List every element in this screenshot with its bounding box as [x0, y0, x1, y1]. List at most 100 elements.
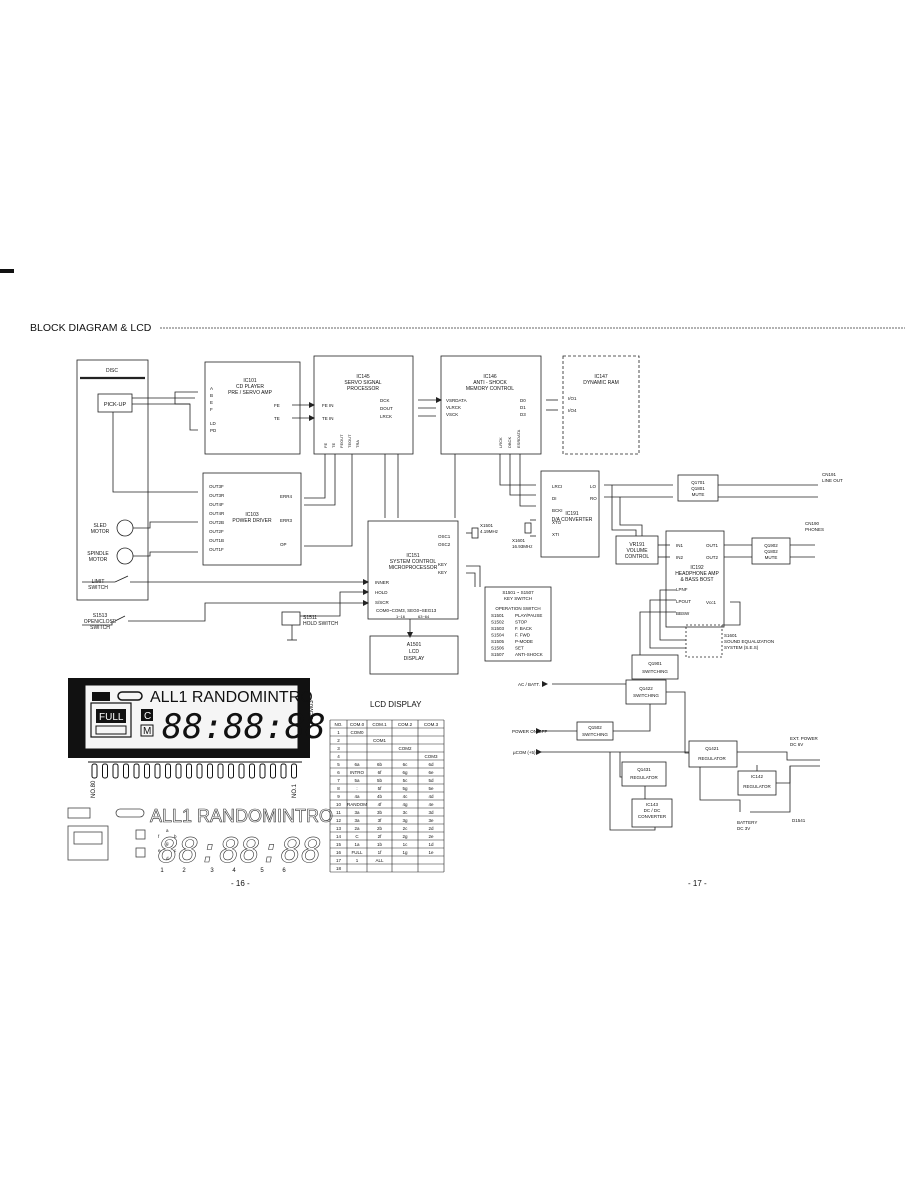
lcd-digit-number: 3 — [210, 868, 214, 874]
ic103-pin-left: OUT2B — [209, 520, 224, 525]
lcd-digit-number: 6 — [282, 868, 286, 874]
lcd-pin — [291, 763, 297, 779]
lcd-pin — [154, 763, 161, 779]
lcd-table-cell: 5e — [428, 786, 434, 791]
lcd-table-cell: 15 — [336, 842, 342, 847]
ic103-pin-right: OP — [280, 542, 287, 547]
ic146-pin-left: VLRCK — [446, 405, 461, 410]
lcd-pin — [207, 763, 213, 779]
ic101-pin-left: LD — [210, 421, 217, 426]
diagram-labels: DISCPICK-UPSLEDMOTORSPINDLEMOTORLIMITSWI… — [84, 368, 843, 831]
lcd-block-label-2: DISPLAY — [404, 656, 425, 662]
lcd-left-pin-label: NO.80 — [91, 780, 97, 798]
ic145-pin-left: FE IN — [322, 403, 334, 408]
page-number-right: - 17 - — [688, 879, 707, 888]
limit-switch-label-1: SWITCH — [88, 585, 108, 591]
lcd-table-cell: 3d — [428, 810, 434, 815]
lcd-table-cell: 4f — [378, 802, 383, 807]
key-switch-fn: P-MODE — [515, 639, 533, 644]
lcd-pin — [144, 763, 150, 779]
ic151-pin-left: INNER — [375, 580, 390, 585]
power-ac-batt: AC / BATT. — [518, 682, 540, 687]
ic101-pin-left: F — [210, 407, 213, 412]
ic142-label-0: IC142 — [751, 774, 764, 779]
ic146-pin-bottom: LRCK — [498, 437, 503, 448]
lcd-table-cell: 1g — [402, 850, 408, 855]
ic151-pin-right: OSC2 — [438, 542, 451, 547]
lcd-table-cell: 6g — [402, 770, 408, 775]
lcd-table-header: COM.3 — [424, 722, 439, 727]
ic191-label-0: IC191 — [565, 511, 579, 517]
lcd-table-cell: 2b — [377, 826, 383, 831]
lcd-table-header: COM.2 — [398, 722, 413, 727]
s1601-label-1: SOUND EQUALIZATION — [724, 639, 774, 644]
ic142-label-1: REGULATOR — [743, 784, 771, 789]
lcd-table-header: NO. — [334, 722, 342, 727]
ic191-label-1: D/A CONVERTER — [552, 517, 593, 523]
ic146-label-1: ANTI - SHOCK — [473, 380, 507, 386]
lcd-table-cell: 1c — [403, 842, 409, 847]
ic101-pin-right: FE — [274, 403, 280, 408]
ext-power-label-1: DC 6V — [790, 742, 803, 747]
lcd-top-row: ALL1 RANDOMINTRO — [150, 689, 313, 706]
key-switch-id: S1504 — [491, 633, 505, 638]
lcd-right-pin-label: NO.1 — [292, 783, 298, 798]
ic192-label-2: & BASS BOST — [680, 577, 713, 583]
ic191-pin: LRCI — [552, 484, 562, 489]
key-switch-fn: PLAY/PAUSE — [515, 613, 542, 618]
ic191-pin: XTI — [552, 532, 559, 537]
cn191-label-1: LINE OUT — [822, 478, 843, 483]
lcd-digit-number: 4 — [232, 868, 236, 874]
lcd-table-cell: 4c — [403, 794, 409, 799]
ic103-pin-left: OUT4F — [209, 502, 224, 507]
ic145-pin-bottom: TEOUT — [347, 434, 352, 448]
key-switch-subtitle: OPERATION SWITCH — [495, 606, 540, 611]
ext-power-label-0: EXT. POWER — [790, 736, 819, 741]
ic151-label-0: IC151 — [406, 553, 420, 559]
q1902-label-0: Q1902 — [764, 543, 778, 548]
lcd-table-cell: 2 — [337, 738, 340, 743]
ic151-bus-label: COM0~COM3, SEG0~SEG13 — [376, 608, 437, 613]
ic145-pin-right: DOUT — [380, 406, 393, 411]
disc-label: DISC — [106, 368, 118, 374]
key-switch-id: S1501 — [491, 613, 505, 618]
page-number-left: - 16 - — [231, 879, 250, 888]
lcd-pin — [249, 763, 255, 779]
battery-label-1: DC 3V — [737, 826, 750, 831]
lcd-table-cell: C — [355, 834, 359, 839]
ic143-label-1: DC / DC — [644, 808, 662, 813]
lcd-pin — [133, 763, 140, 779]
ic147-pin: I/O1 — [568, 396, 577, 401]
s1511-label-1: HOLD SWITCH — [303, 621, 338, 627]
lcd-table-cell: COM0 — [350, 730, 363, 735]
lcd-digits: 88:88:88 — [162, 707, 326, 747]
x1501-label-0: X1501 — [480, 523, 494, 528]
q1502-label-0: Q1502 — [588, 725, 602, 730]
lcd-table-cell: 11 — [336, 810, 341, 815]
q1431-label-1: REGULATOR — [630, 775, 658, 780]
ic151-bus-pin: 1~16 — [396, 614, 406, 619]
q1422-label-0: Q1422 — [639, 686, 653, 691]
ic192-pin: IN2 — [676, 555, 684, 560]
lcd-table-cell: 6d — [428, 762, 434, 767]
lcd-full-label: FULL — [99, 712, 124, 723]
lcd-outline-top: ALL1 RANDOMINTRO — [150, 806, 333, 826]
ic146-pin-left: VSRDATA — [446, 398, 467, 403]
key-switch-fn: F. BACK — [515, 626, 532, 631]
ic192-pin: OUT1 — [706, 543, 718, 548]
ic191-pin: DI — [552, 496, 557, 501]
lcd-table-cell: 2g — [402, 834, 408, 839]
q1902-label-1: Q1802 — [764, 549, 778, 554]
lcd-outline-digits: 88:88:88 — [158, 831, 322, 871]
power-ucom: µCOM (+5) — [513, 750, 536, 755]
lcd-table-cell: 1f — [378, 850, 383, 855]
ic103-pin-left: OUT1F — [209, 547, 224, 552]
lcd-table-cell: 10 — [336, 802, 342, 807]
lcd-table-cell: 5g — [402, 786, 408, 791]
ic146-pin-left: VSCK — [446, 412, 458, 417]
key-switch-id: S1502 — [491, 620, 505, 625]
ic145-pin-right: DCK — [380, 398, 390, 403]
ic143-label-2: CONVERTER — [638, 814, 667, 819]
key-switch-id: S1506 — [491, 646, 505, 651]
lcd-table-cell: 17 — [336, 858, 342, 863]
